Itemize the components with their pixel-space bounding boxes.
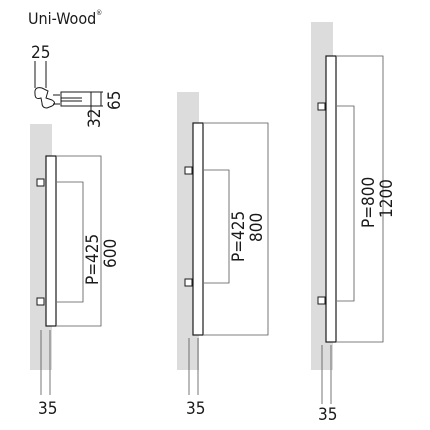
handle-1200-length: 1200 (377, 179, 397, 218)
bar (325, 55, 337, 343)
profile-height-dim: 65 (105, 91, 125, 110)
handle-600-offset: 35 (38, 399, 57, 419)
handle-1200 (311, 22, 384, 404)
handle-600-length: 600 (101, 239, 121, 268)
handle-800-length: 800 (247, 213, 267, 242)
post-top (184, 166, 193, 175)
profile-section (34, 61, 103, 120)
handle-800 (177, 92, 269, 395)
profile-depth-dim: 32 (85, 109, 105, 128)
handle-800-pitch: P=425 (229, 211, 249, 262)
post-bottom (36, 297, 45, 306)
post-bottom (317, 296, 326, 305)
post-top (317, 102, 326, 111)
bar (192, 122, 204, 336)
handle-800-offset: 35 (186, 399, 205, 419)
profile-width-dim: 25 (31, 43, 50, 63)
handle-1200-pitch: P=800 (359, 177, 379, 228)
handle-1200-offset: 35 (318, 405, 337, 425)
bar (45, 155, 57, 327)
handle-600-pitch: P=425 (83, 234, 103, 285)
post-top (36, 178, 45, 187)
handle-600 (30, 124, 102, 395)
title-registered-mark: ® (96, 9, 102, 17)
title: Uni-Wood (28, 9, 96, 28)
post-bottom (184, 278, 193, 287)
